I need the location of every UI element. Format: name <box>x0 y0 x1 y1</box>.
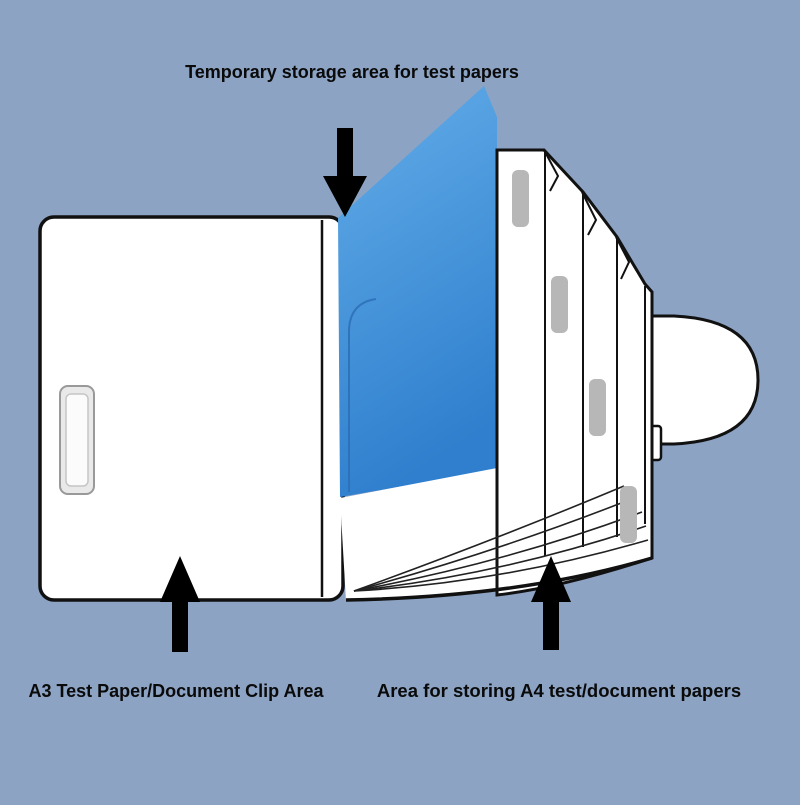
fan-line-4 <box>353 497 635 592</box>
index-tab-3 <box>589 379 606 436</box>
index-tab-4 <box>620 486 637 543</box>
accordion-pocket-panel <box>495 148 654 597</box>
fold-zigzag-2 <box>581 191 598 236</box>
top-label: Temporary storage area for test papers <box>185 62 519 82</box>
fan-line-5 <box>353 485 625 592</box>
paper-crease-line <box>348 298 377 492</box>
fold-zigzag-1 <box>543 149 560 192</box>
fold-zigzag-3 <box>615 236 631 280</box>
folder-bottom-edge <box>345 556 653 602</box>
up-arrow-right-icon <box>531 556 571 650</box>
down-arrow-icon <box>323 128 367 217</box>
fan-line-3 <box>353 511 643 592</box>
up-arrow-left-icon <box>160 556 200 652</box>
bottom-left-label: A3 Test Paper/Document Clip Area <box>28 681 324 701</box>
index-tab-2 <box>551 276 568 333</box>
closure-flap <box>648 314 760 446</box>
blue-test-paper <box>338 86 497 497</box>
index-tab-1 <box>512 170 529 227</box>
bottom-right-label: Area for storing A4 test/document papers <box>377 680 741 701</box>
fan-line-2 <box>353 525 647 592</box>
paper-clip-inner <box>65 393 89 487</box>
fan-line-1 <box>353 539 649 592</box>
